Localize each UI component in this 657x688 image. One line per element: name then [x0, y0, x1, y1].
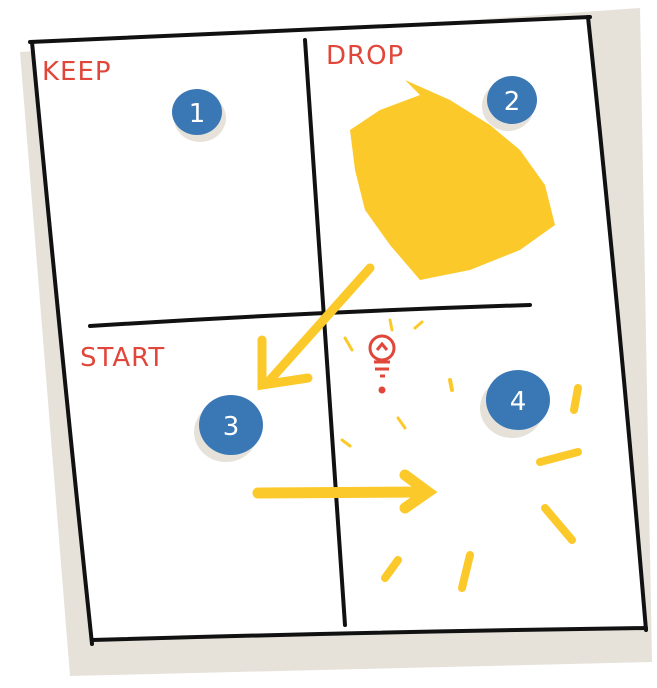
arrow-drop-to-start — [257, 263, 375, 391]
grid-frame — [28, 15, 648, 646]
badge-number: 2 — [504, 87, 521, 117]
badge-number: 1 — [189, 99, 206, 129]
badge-number: 3 — [223, 412, 240, 442]
label-drop: DROP — [326, 41, 404, 71]
badge-2: 2 — [482, 76, 537, 131]
arrow-start-to-new — [252, 469, 438, 514]
badge-number: 4 — [510, 387, 527, 417]
badge-1: 1 — [172, 89, 226, 142]
scribble-highlight — [350, 80, 555, 280]
badge-3: 3 — [194, 395, 263, 462]
burst-rays — [340, 318, 582, 592]
lightbulb-icon — [368, 334, 396, 394]
label-keep: KEEP — [42, 57, 112, 87]
badge-4: 4 — [480, 370, 550, 438]
label-start: START — [80, 343, 165, 373]
